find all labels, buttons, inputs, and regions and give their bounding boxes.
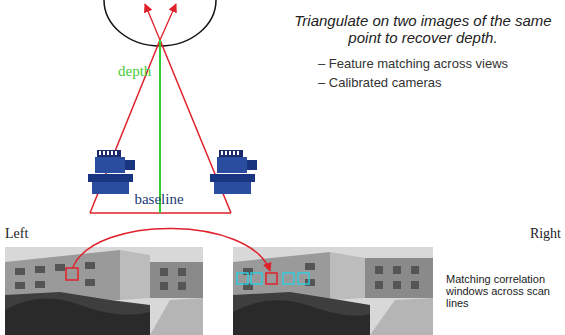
ray-arrow xyxy=(160,4,176,40)
camera-icon xyxy=(88,150,135,194)
sight-line xyxy=(90,40,160,213)
slide-title: Triangulate on two images of the same po… xyxy=(283,12,563,46)
bullet-item: – Feature matching across views xyxy=(318,56,563,71)
depth-label: depth xyxy=(118,63,158,80)
image-label: Left xyxy=(5,226,55,242)
left-photo xyxy=(5,247,203,335)
image-label: Right xyxy=(513,226,561,242)
baseline-label: baseline xyxy=(124,191,194,208)
note-text: Matching correlation windows across scan… xyxy=(446,273,562,309)
bullet-item: – Calibrated cameras xyxy=(318,75,563,90)
match-window xyxy=(66,268,78,280)
right-photo xyxy=(233,247,433,335)
depth-line xyxy=(159,40,161,213)
object-surface xyxy=(104,0,216,46)
search-windows xyxy=(237,273,309,284)
match-arrow xyxy=(73,228,270,271)
ray-arrow xyxy=(145,4,160,40)
camera-icon xyxy=(210,150,257,194)
